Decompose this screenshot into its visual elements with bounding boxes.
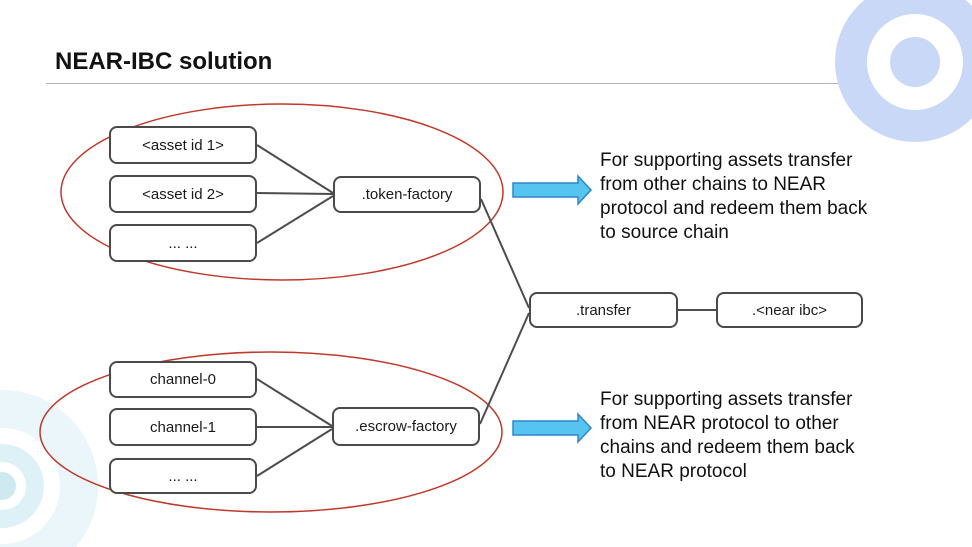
right-arrow-icon (512, 412, 593, 444)
connector-line (256, 378, 333, 427)
connector-line (256, 144, 334, 194)
node-channel-0: channel-0 (109, 361, 257, 398)
annotation-line: For supporting assets transfer (600, 389, 853, 410)
annotation-line: protocol and redeem them back (600, 198, 868, 219)
right-arrow-icon (512, 174, 593, 206)
node-token-factory: .token-factory (333, 176, 481, 213)
connector-line (256, 428, 333, 477)
node-transfer: .transfer (529, 292, 678, 328)
escrow-group-ellipse (39, 351, 503, 513)
node-asset-id-2: <asset id 2> (109, 175, 257, 213)
circle-decoration-top-right (835, 0, 972, 142)
node-near-ibc: .<near ibc> (716, 292, 863, 328)
annotation-line: to source chain (600, 222, 729, 243)
connector-line (256, 195, 334, 244)
token-group-ellipse (60, 103, 504, 281)
annotation-top: For supporting assets transfer from othe… (600, 149, 867, 245)
annotation-line: For supporting assets transfer (600, 150, 853, 171)
node-asset-id-1: <asset id 1> (109, 126, 257, 164)
connector-line (479, 312, 530, 425)
page-title: NEAR-IBC solution (55, 48, 273, 75)
title-underline (46, 83, 957, 84)
node-asset-ellipsis: ... ... (109, 224, 257, 262)
annotation-line: chains and redeem them back (600, 437, 855, 458)
node-channel-1: channel-1 (109, 408, 257, 446)
annotation-line: to NEAR protocol (600, 461, 747, 482)
annotation-line: from other chains to NEAR (600, 174, 826, 195)
annotation-bottom: For supporting assets transfer from NEAR… (600, 388, 855, 484)
node-channel-ellipsis: ... ... (109, 458, 257, 494)
circle-decoration-bottom-left (0, 390, 98, 547)
connector-line (480, 198, 530, 309)
connector-lines (256, 144, 716, 477)
node-escrow-factory: .escrow-factory (332, 407, 480, 446)
annotation-line: from NEAR protocol to other (600, 413, 839, 434)
connector-line (256, 192, 334, 195)
